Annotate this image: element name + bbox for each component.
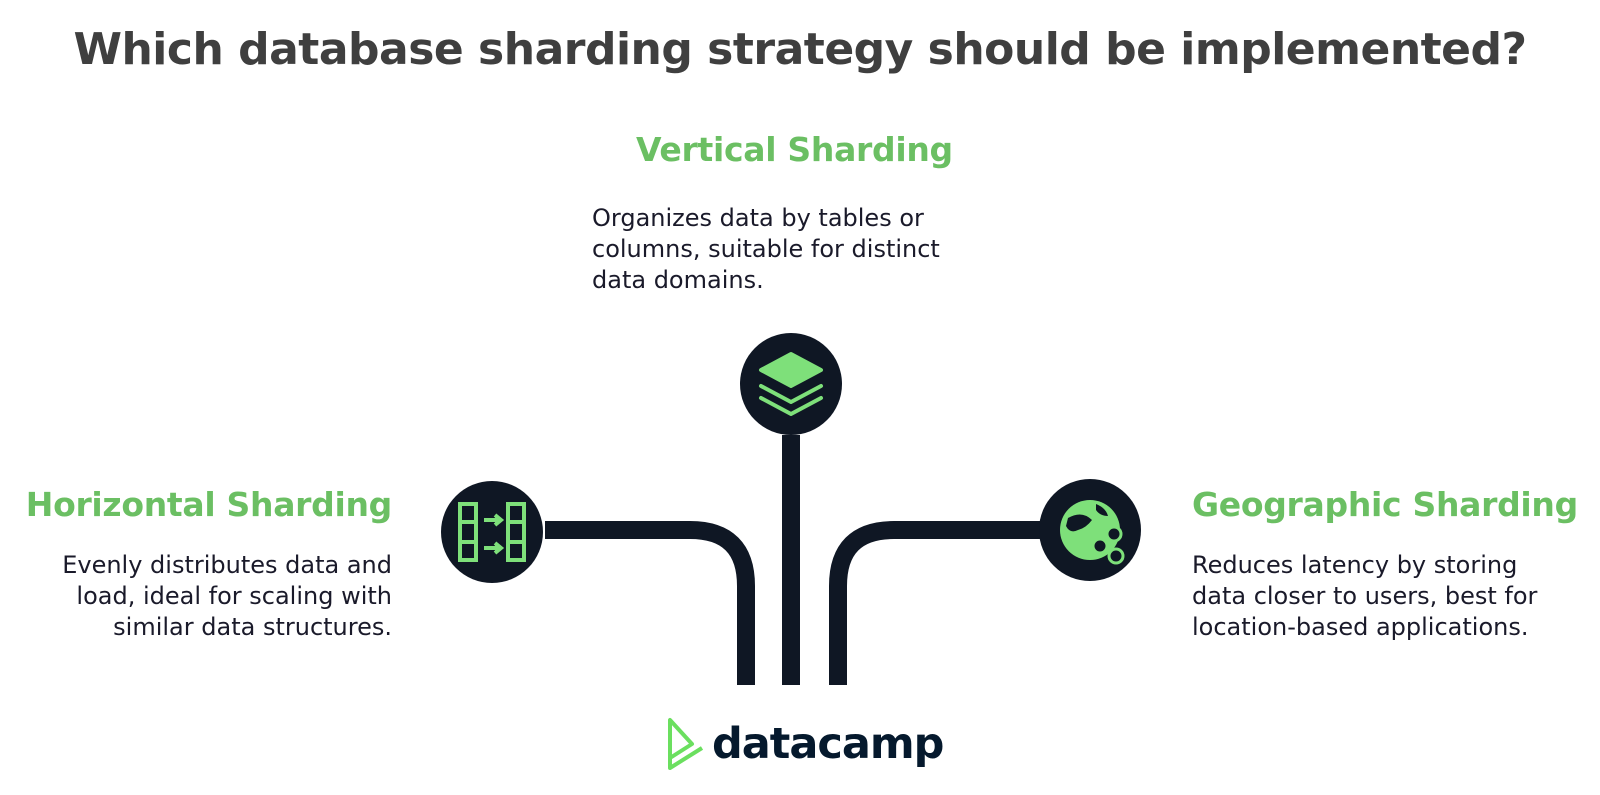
- logo-wordmark: datacamp: [712, 719, 944, 769]
- geographic-node: [1039, 479, 1141, 581]
- datacamp-logo-icon: [668, 718, 704, 770]
- description-line: data closer to users, best for: [1192, 582, 1538, 610]
- globe-share-icon: [1060, 500, 1125, 565]
- vertical-sharding-description: Organizes data by tables or columns, sui…: [592, 203, 940, 296]
- description-line: location-based applications.: [1192, 613, 1529, 641]
- connector-horizontal: [545, 521, 755, 685]
- horizontal-sharding-heading: Horizontal Sharding: [25, 485, 393, 524]
- split-columns-icon: [458, 502, 526, 562]
- diagram-title: Which database sharding strategy should …: [73, 24, 1527, 75]
- datacamp-logo: datacamp: [666, 714, 944, 774]
- layers-icon: [759, 352, 823, 416]
- description-line: similar data structures.: [113, 613, 392, 641]
- description-line: columns, suitable for distinct: [592, 235, 940, 263]
- description-line: load, ideal for scaling with: [76, 582, 392, 610]
- horizontal-node: [441, 481, 543, 583]
- description-line: Evenly distributes data and: [62, 551, 392, 579]
- geographic-sharding-heading: Geographic Sharding: [1192, 485, 1578, 524]
- vertical-node: [740, 333, 842, 435]
- horizontal-sharding-description: Evenly distributes data and load, ideal …: [62, 550, 392, 643]
- description-line: Organizes data by tables or: [592, 204, 924, 232]
- vertical-sharding-heading: Vertical Sharding: [636, 130, 953, 169]
- description-line: data domains.: [592, 266, 764, 294]
- description-line: Reduces latency by storing: [1192, 551, 1518, 579]
- connector-geographic: [829, 521, 1040, 685]
- geographic-sharding-description: Reduces latency by storing data closer t…: [1192, 550, 1537, 643]
